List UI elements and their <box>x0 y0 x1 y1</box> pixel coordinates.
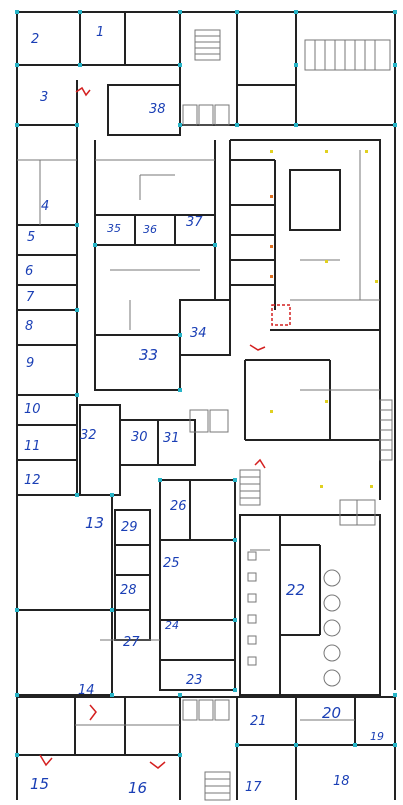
room-label-31: 31 <box>163 431 180 446</box>
orange-markers <box>270 195 273 278</box>
red-marks <box>39 86 291 769</box>
room-label-7: 7 <box>26 290 35 305</box>
room-label-17: 17 <box>245 780 262 795</box>
room-label-10: 10 <box>24 402 41 417</box>
room-label-18: 18 <box>333 774 350 789</box>
room-label-13: 13 <box>85 514 105 532</box>
walls <box>16 11 396 800</box>
room-label-27: 27 <box>123 635 140 650</box>
room-label-30: 30 <box>131 430 148 445</box>
room-label-3: 3 <box>40 90 49 105</box>
room-label-9: 9 <box>26 356 35 371</box>
room-label-15: 15 <box>30 775 50 793</box>
room-label-19: 19 <box>370 730 384 743</box>
room-label-28: 28 <box>120 583 137 598</box>
room-label-37: 37 <box>186 215 203 230</box>
interior-partitions <box>17 29 393 801</box>
room-label-2: 2 <box>31 32 40 47</box>
room-label-21: 21 <box>250 714 267 729</box>
room-label-23: 23 <box>186 673 203 688</box>
room-label-34: 34 <box>190 326 207 341</box>
room-label-4: 4 <box>41 199 50 214</box>
room-label-16: 16 <box>128 779 148 797</box>
room-label-14: 14 <box>78 683 95 698</box>
structural-columns <box>15 10 397 757</box>
room-label-25: 25 <box>163 556 180 571</box>
room-label-1: 1 <box>96 25 105 40</box>
room-label-35: 35 <box>107 222 121 235</box>
circular-fixtures <box>323 569 341 687</box>
room-label-36: 36 <box>143 223 157 236</box>
room-label-38: 38 <box>149 102 166 117</box>
room-label-8: 8 <box>25 319 34 334</box>
room-label-20: 20 <box>322 704 342 722</box>
room-label-12: 12 <box>24 473 41 488</box>
room-label-33: 33 <box>139 346 159 364</box>
yellow-markers <box>270 150 378 488</box>
room-label-24: 24 <box>165 619 179 632</box>
room-label-11: 11 <box>24 439 41 454</box>
room-label-6: 6 <box>25 264 34 279</box>
room-label-29: 29 <box>121 520 138 535</box>
room-label-26: 26 <box>170 499 187 514</box>
room-label-22: 22 <box>286 581 306 599</box>
room-label-32: 32 <box>80 428 97 443</box>
room-label-5: 5 <box>27 230 36 245</box>
